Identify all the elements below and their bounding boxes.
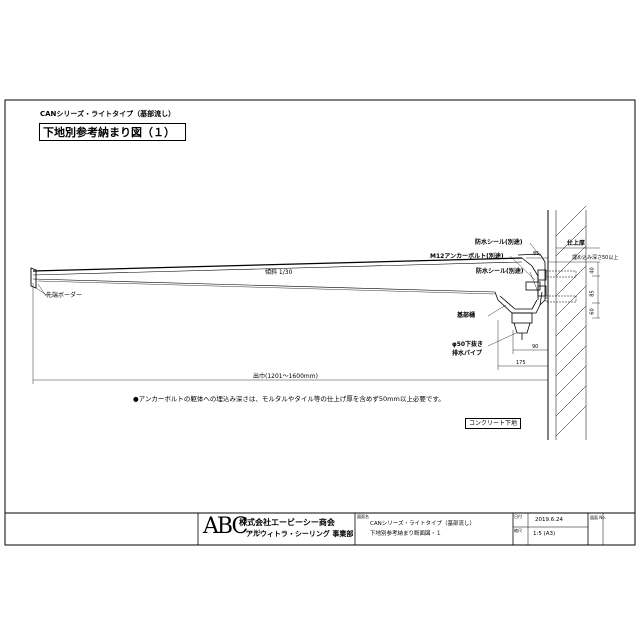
base-gutter-label: 基部樋 [457,312,476,319]
date-label: 日付 [514,514,522,519]
drawing-number-label: 図面 No. [590,515,606,520]
drain-pipe-label-1: φ50下抜き [452,341,484,348]
dim-175: 175 [516,360,526,366]
division-name: アルウィトラ・シーリング 事業部 [246,530,354,538]
base-gutter-assembly [494,253,547,340]
series-subtitle: CANシリーズ・ライトタイプ（基部流し） [40,110,176,118]
scale-value: 1:5 (A3) [533,531,556,537]
dim-40: 40 [589,267,596,274]
anchor-bolts [545,270,577,303]
date-value: 2019.6.24 [535,517,563,523]
scale-label: 縮尺 [514,528,522,533]
leader-lines [37,242,541,347]
waterproof-seal-top-label: 防水シール(別途) [475,239,523,246]
finish-thickness-label: 仕上厚 [567,240,586,247]
drawing-title: 下地別参考納まり図（１） [39,123,186,141]
canopy-roof [32,257,523,295]
dim-60: 60 [589,308,596,315]
waterproof-seal-mid-label: 防水シール(別途) [476,268,524,275]
drawing-name-line2: 下地別参考納まり断面図・１ [370,531,442,537]
drawing-name-line1: CANシリーズ・ライトタイプ（基部流し） [370,521,475,527]
tip-border-label: 先端ボーダー [46,292,83,299]
dim-90: 90 [532,344,539,350]
anchor-depth-note: ●アンカーボルトの躯体への埋込み深さは、モルタルやタイル等の仕上げ厚を含めず50… [133,395,445,403]
dimension-lines [32,247,600,384]
slope-label: 傾斜 1/30 [265,269,293,276]
projection-label: 出巾(1201～1600mm) [253,373,318,380]
dim-85-side: 85 [589,290,596,297]
tip-border [30,267,49,297]
concrete-wall [547,205,587,440]
sheet-frame [4,99,636,546]
concrete-base-label: コンクリート下地 [465,418,521,429]
company-name: 株式会社エービーシー商会 [239,518,335,527]
drain-pipe-label-2: 排水パイプ [452,350,483,357]
embed-depth-label: 埋め込み深さ50以上 [572,255,619,261]
company-logo: ABCco.ltd [203,514,261,539]
anchor-bolt-label: M12アンカーボルト(別途) [430,253,504,260]
drawing-name-label: 図面名 [357,514,369,519]
dim-85-top: 85 [533,251,540,257]
